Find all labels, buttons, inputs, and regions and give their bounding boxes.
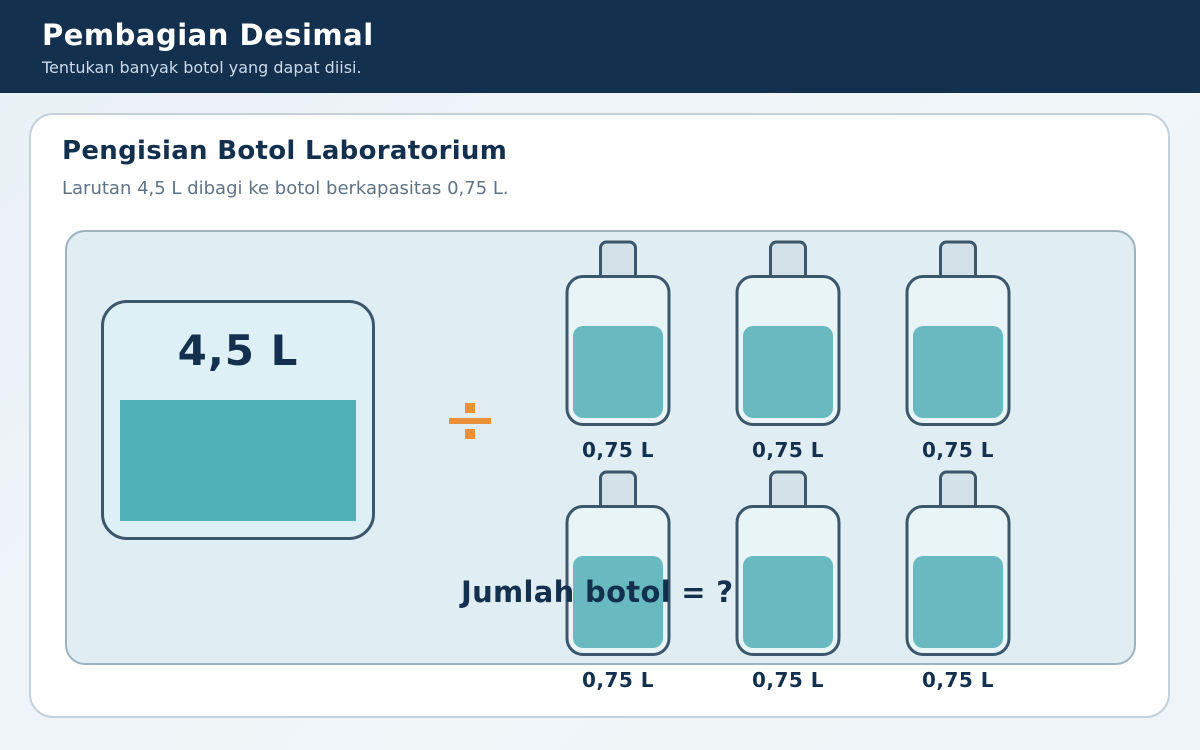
bottle (565, 240, 671, 426)
bottle (735, 240, 841, 426)
bottle (565, 470, 671, 656)
question-text: Jumlah botol = ? (461, 575, 734, 609)
header-bar (0, 0, 1200, 93)
bottle-capacity-label: 0,75 L (581, 668, 655, 692)
bottle-capacity-label: 0,75 L (751, 668, 825, 692)
bottle (735, 470, 841, 656)
divide-sign-icon (449, 403, 491, 439)
bottle-capacity-label: 0,75 L (751, 438, 825, 462)
tank-volume-label: 4,5 L (177, 326, 299, 375)
bottle-capacity-label: 0,75 L (921, 668, 995, 692)
problem-title: Pengisian Botol Laboratorium (62, 136, 508, 166)
bottle (905, 470, 1011, 656)
tank-liquid (120, 400, 356, 521)
bottle (905, 240, 1011, 426)
bottle-capacity-label: 0,75 L (581, 438, 655, 462)
bottle-capacity-label: 0,75 L (921, 438, 995, 462)
page-title: Pembagian Desimal (42, 18, 374, 52)
page-subtitle: Tentukan banyak botol yang dapat diisi. (42, 58, 362, 77)
problem-description: Larutan 4,5 L dibagi ke botol berkapasit… (62, 178, 509, 199)
